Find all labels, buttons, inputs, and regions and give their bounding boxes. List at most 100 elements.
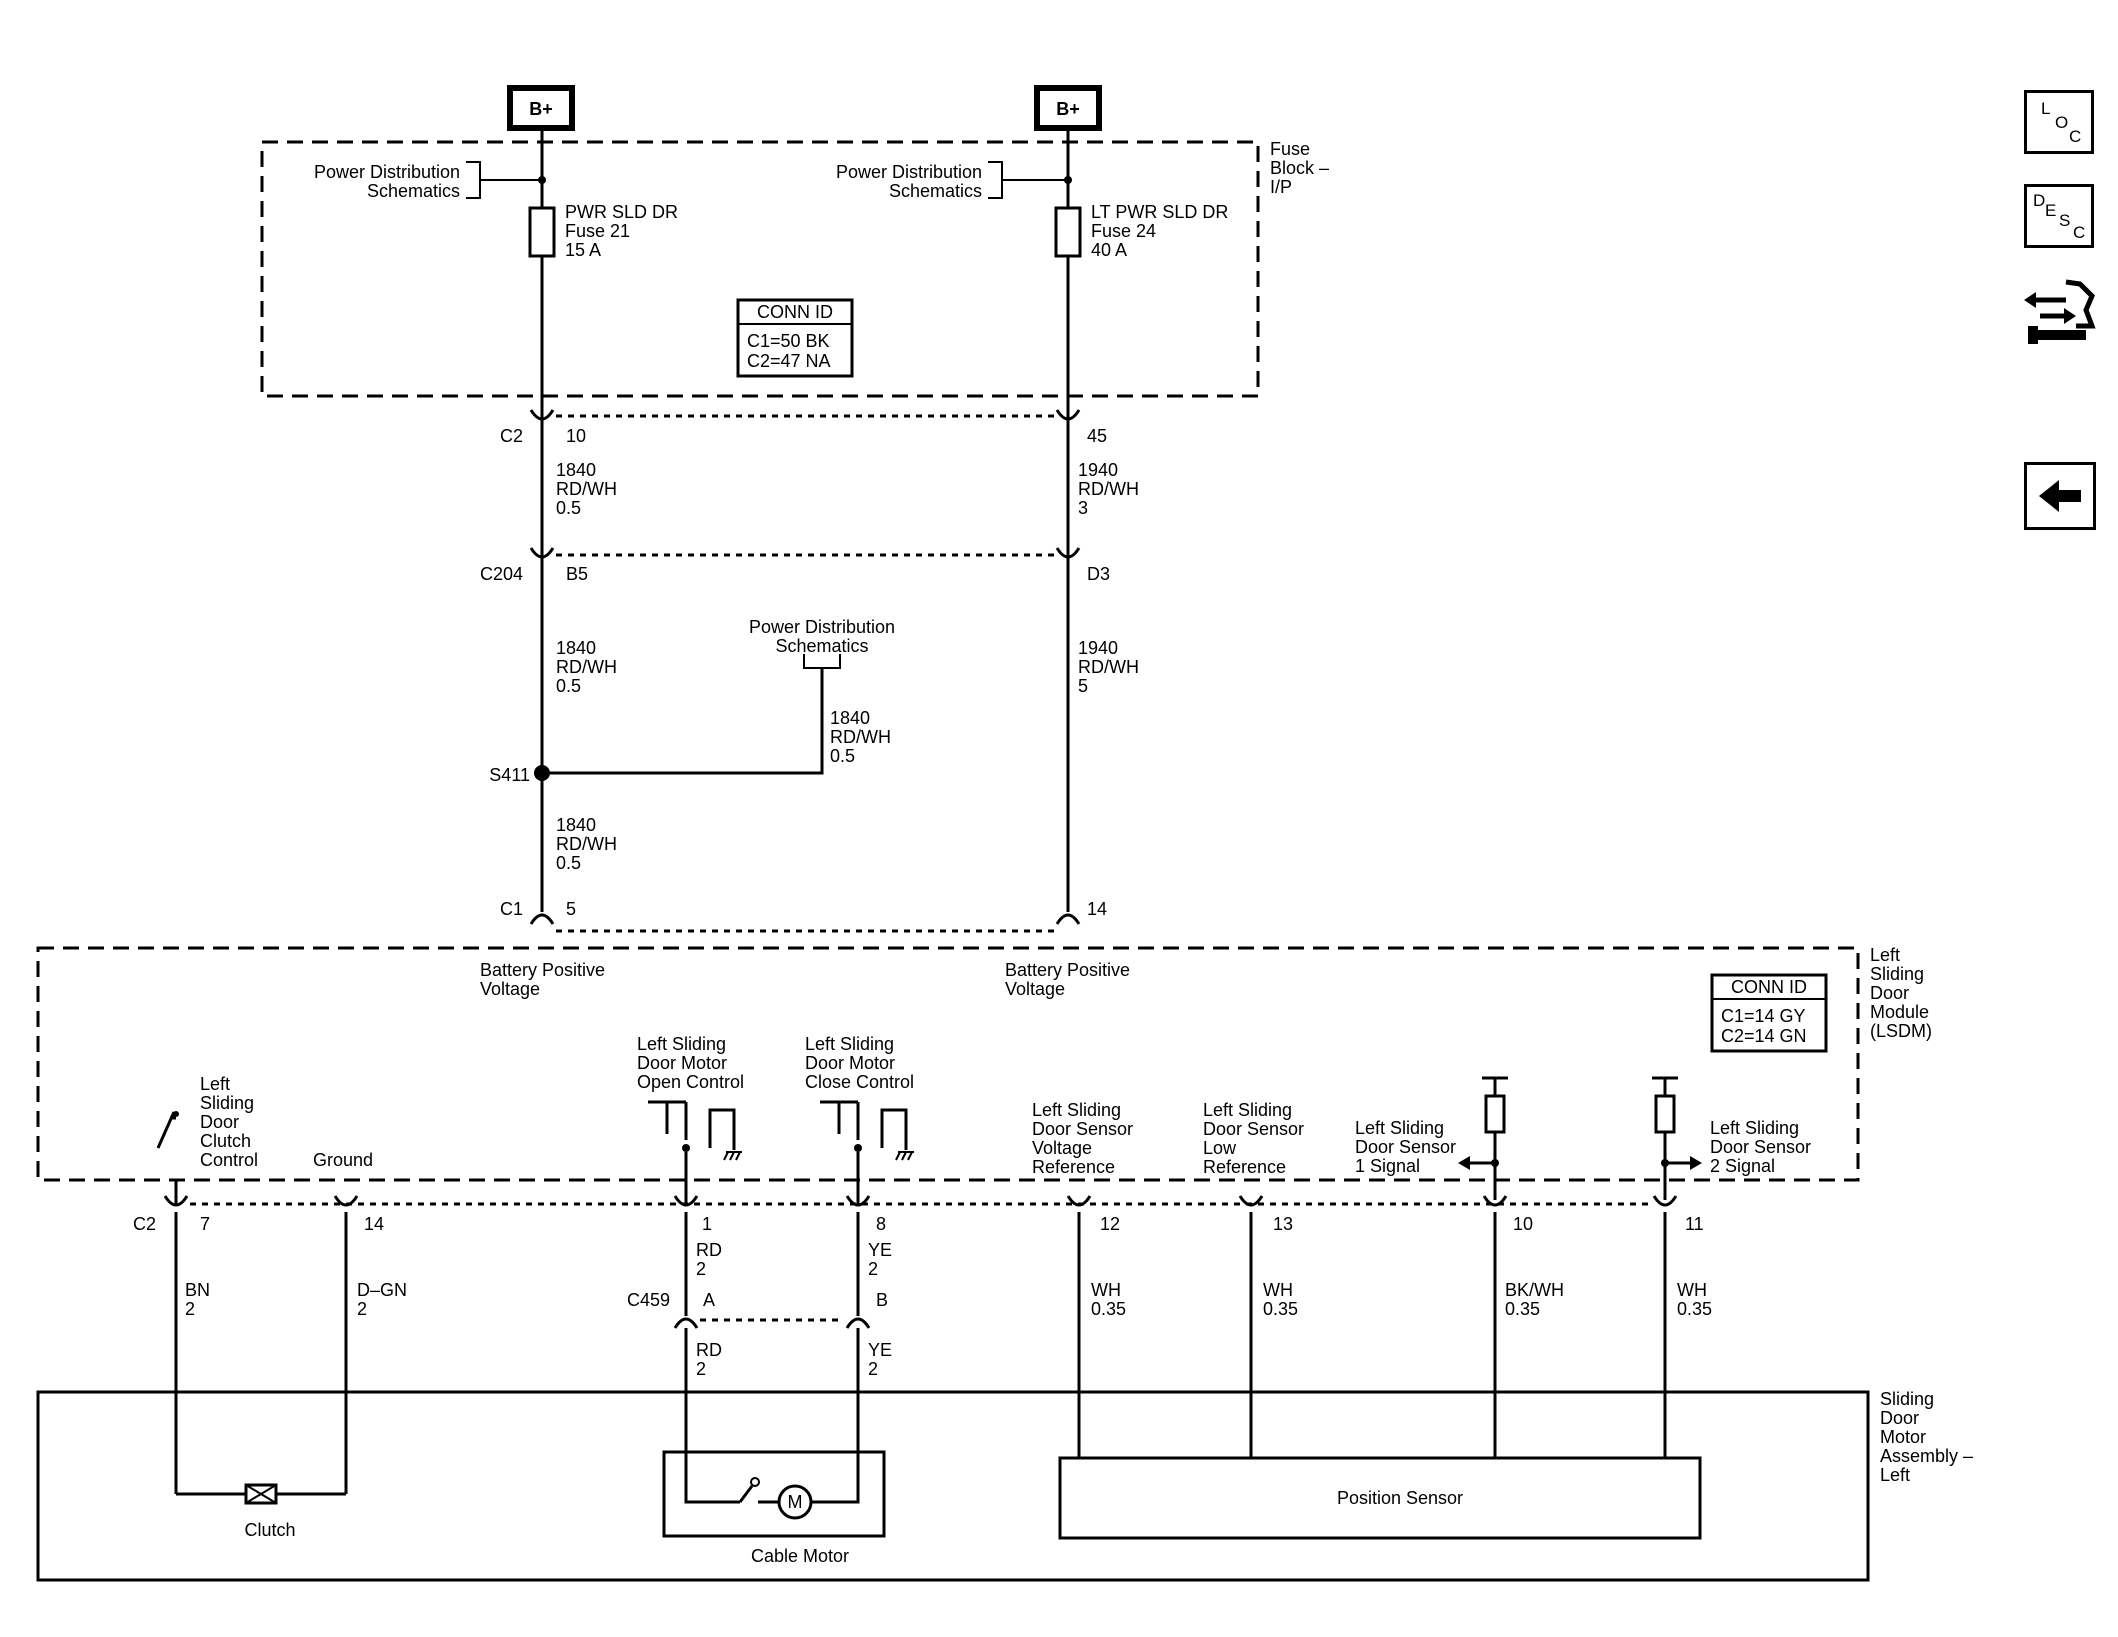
assembly-name-5: Left (1880, 1465, 1910, 1485)
wire-right-2-color: RD/WH (1078, 657, 1139, 677)
fuse-block-name-1: Fuse (1270, 139, 1310, 159)
wire-ye2-color: YE (868, 1340, 892, 1360)
back-button[interactable] (2024, 462, 2096, 530)
wire-ye1-color: YE (868, 1240, 892, 1260)
wire-rd1-color: RD (696, 1240, 722, 1260)
pin-14: 14 (364, 1214, 384, 1234)
module-conn-id: CONN ID C1=14 GY C2=14 GN (1710, 973, 1828, 1053)
assembly-name-2: Door (1880, 1408, 1919, 1428)
fuse-conn-id-c2: C2=47 NA (747, 351, 831, 371)
motor-symbol: M (788, 1492, 803, 1512)
module-conn-id-c1: C1=14 GY (1721, 1006, 1806, 1026)
sensor-sig1-3: 1 Signal (1355, 1156, 1420, 1176)
b-plus-left: B+ (507, 85, 575, 131)
wire-left-1-color: RD/WH (556, 479, 617, 499)
wire-bkwh10-gauge: 0.35 (1505, 1299, 1540, 1319)
pd-schematics-right: Power Distribution Schematics (836, 161, 1068, 201)
module-name-3: Door (1870, 983, 1909, 1003)
c1-pin-5: 5 (566, 899, 576, 919)
pd-right-line1: Power Distribution (836, 162, 982, 182)
module-conn-id-c2: C2=14 GN (1721, 1026, 1807, 1046)
module-name-2: Sliding (1870, 964, 1924, 984)
batt-right-line2: Voltage (1005, 979, 1065, 999)
connector-c459: C459 A B (627, 1290, 888, 1329)
batt-right-line1: Battery Positive (1005, 960, 1130, 980)
fuse-conn-id-c1: C1=50 BK (747, 331, 830, 351)
fuse-block-name-3: I/P (1270, 177, 1292, 197)
pin-8: 8 (876, 1214, 886, 1234)
lsdm-module-outline (36, 946, 1860, 1182)
wire-bn-gauge: 2 (185, 1299, 195, 1319)
clutch-ctrl-1: Left (200, 1074, 230, 1094)
desc-d: D (2033, 191, 2046, 210)
cable-motor: M (662, 1450, 886, 1538)
splice-s411 (534, 765, 550, 781)
assembly-name-3: Motor (1880, 1427, 1926, 1447)
wire-left-2-circuit: 1840 (556, 638, 596, 658)
pd-right-line2: Schematics (889, 181, 982, 201)
desc-e: E (2045, 201, 2057, 220)
pin-13: 13 (1273, 1214, 1293, 1234)
motor-open-3: Open Control (637, 1072, 744, 1092)
wire-wh13-gauge: 0.35 (1263, 1299, 1298, 1319)
connector-c204: C204 B5 D3 (480, 547, 1110, 584)
pd-left-line2: Schematics (367, 181, 460, 201)
wire-wh11-color: WH (1677, 1280, 1707, 1300)
sensor-sig2-3: 2 Signal (1710, 1156, 1775, 1176)
c1-label: C1 (500, 899, 523, 919)
sensor-low-4: Reference (1203, 1157, 1286, 1177)
wire-left-3-gauge: 0.5 (556, 853, 581, 873)
motor-close-1: Left Sliding (805, 1034, 894, 1054)
clutch-ctrl-4: Clutch (200, 1131, 251, 1151)
wire-pd-mid-circuit: 1840 (830, 708, 870, 728)
wire-left-2-gauge: 0.5 (556, 676, 581, 696)
pin-7: 7 (200, 1214, 210, 1234)
c204-label: C204 (480, 564, 523, 584)
cable-motor-label: Cable Motor (751, 1546, 849, 1566)
wire-ye2-gauge: 2 (868, 1359, 878, 1379)
pd-left-line1: Power Distribution (314, 162, 460, 182)
fuse-right-number: Fuse 24 (1091, 221, 1156, 241)
pin-1: 1 (702, 1214, 712, 1234)
fuse-right-rating: 40 A (1091, 240, 1127, 260)
position-sensor-box (1058, 1456, 1702, 1540)
desc-button[interactable]: D E S C (2024, 184, 2094, 248)
c204-pin-d3: D3 (1087, 564, 1110, 584)
motor-close-2: Door Motor (805, 1053, 895, 1073)
clutch-ctrl-5: Control (200, 1150, 258, 1170)
b-plus-right: B+ (1034, 85, 1102, 131)
c1-pin-14: 14 (1087, 899, 1107, 919)
c2-top-pin-45: 45 (1087, 426, 1107, 446)
wire-ye1-gauge: 2 (868, 1259, 878, 1279)
sensor-low-3: Low (1203, 1138, 1237, 1158)
position-sensor-label: Position Sensor (1337, 1488, 1463, 1508)
motor-open-1: Left Sliding (637, 1034, 726, 1054)
pin-11: 11 (1685, 1214, 1704, 1234)
wire-pd-mid-color: RD/WH (830, 727, 891, 747)
c2-top-pin-10: 10 (566, 426, 586, 446)
c2-top-label: C2 (500, 426, 523, 446)
loc-button[interactable]: L O C (2024, 90, 2094, 154)
connector-c2-top: C2 10 45 (500, 409, 1107, 446)
wire-bkwh10-color: BK/WH (1505, 1280, 1564, 1300)
module-name-4: Module (1870, 1002, 1929, 1022)
fuse-block-conn-id: CONN ID C1=50 BK C2=47 NA (736, 298, 854, 378)
desc-s: S (2059, 211, 2071, 230)
fuse-block-name-2: Block – (1270, 158, 1329, 178)
motor-close-3: Close Control (805, 1072, 914, 1092)
clutch-ctrl-2: Sliding (200, 1093, 254, 1113)
sensor-low-2: Door Sensor (1203, 1119, 1304, 1139)
wire-left-2-color: RD/WH (556, 657, 617, 677)
wire-wh12-color: WH (1091, 1280, 1121, 1300)
pin-10: 10 (1513, 1214, 1533, 1234)
wire-bn-color: BN (185, 1280, 210, 1300)
sensor-low-1: Left Sliding (1203, 1100, 1292, 1120)
clutch-control-switch (156, 1111, 179, 1204)
wire-rd2-color: RD (696, 1340, 722, 1360)
wire-right-2-circuit: 1940 (1078, 638, 1118, 658)
c204-pin-b5: B5 (566, 564, 588, 584)
wire-rd2-gauge: 2 (696, 1359, 706, 1379)
connector-icon[interactable] (2020, 270, 2100, 350)
wire-right-2-gauge: 5 (1078, 676, 1088, 696)
fuse-left-number: Fuse 21 (565, 221, 630, 241)
